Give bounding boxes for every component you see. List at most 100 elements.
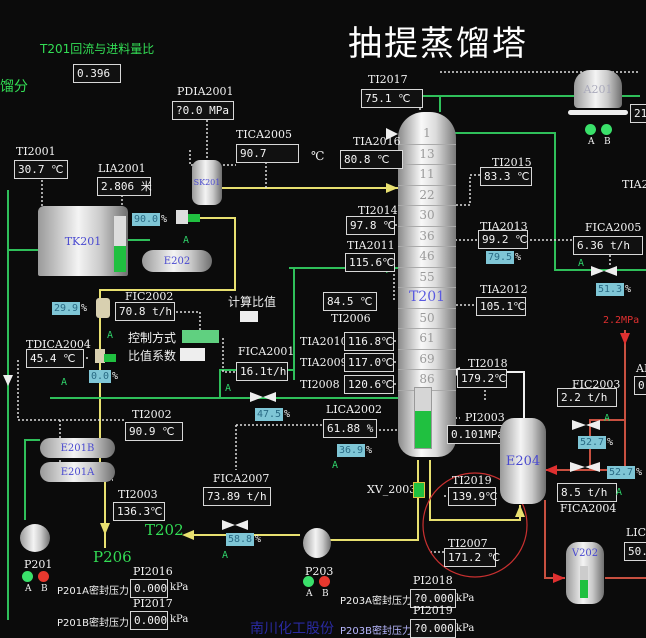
unit-label: kPa — [170, 582, 189, 593]
light-b-label: B — [604, 137, 611, 147]
calc-ratio-value[interactable] — [240, 311, 258, 322]
pump-p201[interactable] — [20, 524, 50, 552]
reboiler-e204[interactable]: E204 — [500, 418, 546, 504]
ti2007-value[interactable]: 171.2 ℃ — [444, 548, 500, 567]
valve-fica2004-output[interactable]: 52.7 — [607, 466, 636, 479]
ti2015-value[interactable]: 83.3 ℃ — [480, 167, 532, 186]
ai-partial-value[interactable]: 0. — [634, 376, 646, 395]
partial-value-box[interactable]: 21 — [630, 104, 646, 123]
tag-label: TIA2013 — [480, 220, 528, 233]
ti2006-value[interactable]: 84.5 ℃ — [323, 292, 377, 311]
valve-icon[interactable] — [176, 210, 188, 224]
tag-label: FICA2004 — [560, 502, 617, 515]
tia2011-value[interactable]: 115.6℃ — [345, 253, 395, 272]
tia2013-output[interactable]: 79.5 — [486, 251, 515, 264]
valve-icon[interactable] — [572, 420, 600, 430]
exchanger-e201b[interactable]: E201B — [40, 438, 115, 458]
valve-icon[interactable] — [250, 392, 276, 402]
percent-sign: % — [366, 445, 373, 456]
pi2018-value[interactable]: ?0.000 — [410, 589, 456, 608]
vessel-sk201[interactable]: SK201 — [192, 160, 222, 205]
p203-a-status-light[interactable] — [303, 576, 314, 587]
seal-pressure-label: P203B密封压力 — [340, 626, 412, 637]
xv2003-valve-icon[interactable] — [413, 482, 425, 498]
percent-sign: % — [161, 214, 168, 225]
column-stage-label: 13 — [398, 145, 456, 165]
lica-partial-value[interactable]: 50.7 — [624, 542, 646, 561]
xv2003-label: XV_2003 — [367, 483, 417, 496]
valve-icon[interactable] — [591, 266, 617, 276]
ti2018-value[interactable]: 179.2℃ — [457, 369, 507, 388]
ti2014-value[interactable]: 97.8 ℃ — [346, 216, 395, 235]
tia2010-value[interactable]: 116.8℃ — [344, 332, 394, 351]
lica2002-value[interactable]: 61.88 % — [323, 419, 377, 438]
column-stage-label: 11 — [398, 165, 456, 186]
pump-p203[interactable] — [303, 528, 331, 558]
tag-label: TI2007 — [448, 537, 488, 550]
valve-icon[interactable] — [95, 349, 105, 363]
tia2016-value[interactable]: 80.8 ℃ — [340, 150, 403, 169]
valve-fica2005-output[interactable]: 51.3 — [596, 283, 625, 296]
fica2007-value[interactable]: 73.89 t/h — [203, 487, 271, 506]
tia2012-value[interactable]: 105.1℃ — [476, 297, 526, 316]
light-a-label: A — [306, 589, 313, 599]
tag-label: TI2015 — [492, 156, 532, 169]
control-mode-toggle[interactable] — [182, 330, 219, 343]
light-a-label: A — [25, 584, 32, 594]
valve-fic2003-output[interactable]: 52.7 — [578, 436, 607, 449]
agitator-a201[interactable]: A201 — [574, 70, 622, 108]
valve-tdica2004-output[interactable]: 0.0 — [89, 370, 112, 383]
valve-icon[interactable] — [96, 298, 110, 318]
tdica2004-value[interactable]: 45.4 ℃ — [26, 349, 84, 368]
pi2019-value[interactable]: ?0.000 — [410, 619, 456, 638]
column-stage-label: 69 — [398, 350, 456, 370]
fica2001-value[interactable]: 16.1t/h — [236, 362, 288, 381]
a201-a-status-light[interactable] — [585, 124, 596, 135]
ti2017-value[interactable]: 75.1 ℃ — [361, 89, 423, 108]
lica2002-output[interactable]: 36.9 — [337, 444, 366, 457]
highlight-circle — [422, 472, 528, 578]
pdia2001-value[interactable]: ?0.0 MPa — [172, 101, 234, 120]
tank-tk201[interactable]: TK201 — [38, 206, 128, 276]
pi2016-value[interactable]: 0.000 — [130, 579, 168, 598]
valve-fica2007-output[interactable]: 58.8 — [226, 533, 255, 546]
ti2019-value[interactable]: 139.9℃ — [448, 487, 497, 506]
p201-b-status-light[interactable] — [38, 571, 49, 582]
ratio-value[interactable]: 0.396 — [73, 64, 121, 83]
tag-label: TIA2010 — [300, 335, 348, 348]
valve-status-icon — [104, 354, 116, 362]
tia2009-value[interactable]: 117.0℃ — [344, 353, 394, 372]
ti2001-value[interactable]: 30.7 ℃ — [14, 160, 68, 179]
ratio-label: T201回流与进料量比 — [40, 42, 155, 56]
pi2003-value[interactable]: 0.101MPa — [447, 425, 505, 444]
fic2002-value[interactable]: 70.8 t/h — [115, 302, 175, 321]
p201-a-status-light[interactable] — [22, 571, 33, 582]
ratio-coef-input[interactable] — [180, 348, 205, 361]
a201-b-status-light[interactable] — [601, 124, 612, 135]
fica2005-value[interactable]: 6.36 t/h — [573, 236, 643, 255]
valve-sk201-output[interactable]: 90.0 — [132, 213, 161, 226]
ti2002-value[interactable]: 90.9 ℃ — [125, 422, 183, 441]
valve-icon[interactable] — [222, 520, 248, 530]
tag-label: TI2006 — [331, 312, 371, 325]
exchanger-e202[interactable]: E202 — [142, 250, 212, 272]
percent-sign: % — [636, 467, 643, 478]
valve-fic2002-output[interactable]: 29.9 — [52, 302, 81, 315]
fic2003-value[interactable]: 2.2 t/h — [557, 388, 617, 407]
tia2013-value[interactable]: 99.2 ℃ — [478, 230, 528, 249]
tk201-label: TK201 — [64, 234, 102, 248]
fica2004-value[interactable]: 8.5 t/h — [557, 483, 617, 502]
fraction-label: 馏分 — [0, 79, 28, 95]
vessel-v202[interactable]: V202 — [566, 542, 604, 604]
ti2003-value[interactable]: 136.3℃ — [113, 502, 165, 521]
valve-icon[interactable] — [570, 462, 600, 472]
lia2001-value[interactable]: 2.806 米 — [97, 177, 152, 196]
tag-label: TDICA2004 — [26, 338, 91, 351]
tica2005-value[interactable]: 90.7 — [236, 144, 299, 163]
exchanger-e201a[interactable]: E201A — [40, 462, 115, 482]
p203-b-status-light[interactable] — [319, 576, 330, 587]
valve-fica2001-output[interactable]: 47.5 — [255, 408, 284, 421]
ti2008-value[interactable]: 120.6℃ — [344, 375, 394, 394]
pi2017-value[interactable]: 0.000 — [130, 611, 168, 630]
